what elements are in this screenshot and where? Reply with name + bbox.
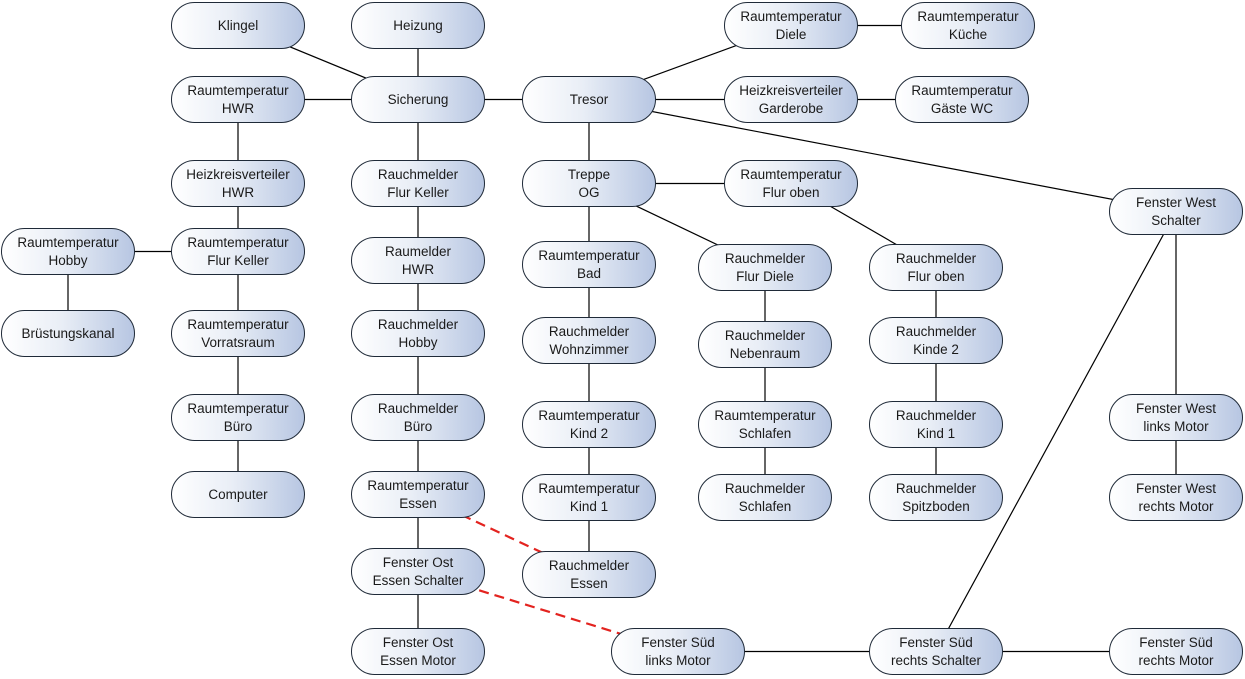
node-fenster-ost-motor[interactable]: Fenster Ost Essen Motor [351,628,485,675]
node-fenster-west-schalter[interactable]: Fenster West Schalter [1109,188,1243,235]
connector-tresor-fenster_west_schalter [588,98,1177,213]
node-heizung[interactable]: Heizung [351,2,485,49]
node-rm-spitzboden[interactable]: Rauchmelder Spitzboden [869,474,1003,521]
node-rm-kinde2[interactable]: Rauchmelder Kinde 2 [869,317,1003,364]
node-rt-vorratsraum[interactable]: Raumtemperatur Vorratsraum [171,310,305,357]
node-rt-kind2[interactable]: Raumtemperatur Kind 2 [522,401,656,448]
node-rm-flur-diele[interactable]: Rauchmelder Flur Diele [698,244,832,291]
node-rt-kind1[interactable]: Raumtemperatur Kind 1 [522,474,656,521]
node-tresor[interactable]: Tresor [522,76,656,123]
node-rt-buero[interactable]: Raumtemperatur Büro [171,394,305,441]
node-rm-flur-keller[interactable]: Rauchmelder Flur Keller [351,160,485,207]
node-treppe-og[interactable]: Treppe OG [522,160,656,207]
node-rm-flur-oben[interactable]: Rauchmelder Flur oben [869,244,1003,291]
node-rt-flur-oben[interactable]: Raumtemperatur Flur oben [724,160,858,207]
node-rt-gaeste-wc[interactable]: Raumtemperatur Gäste WC [895,76,1029,123]
node-rt-hobby[interactable]: Raumtemperatur Hobby [1,228,135,275]
node-hkv-hwr[interactable]: Heizkreisverteiler HWR [171,160,305,207]
node-fenster-west-links[interactable]: Fenster West links Motor [1109,394,1243,441]
node-fenster-sued-schalter[interactable]: Fenster Süd rechts Schalter [869,628,1003,675]
node-raumelder-hwr[interactable]: Raumelder HWR [351,237,485,284]
node-rm-schlafen[interactable]: Rauchmelder Schlafen [698,474,832,521]
node-rm-wohnzimmer[interactable]: Rauchmelder Wohnzimmer [522,317,656,364]
node-rt-hwr[interactable]: Raumtemperatur HWR [171,76,305,123]
node-fenster-sued-rechts[interactable]: Fenster Süd rechts Motor [1109,628,1243,675]
connector-fenster_west_schalter-fenster_sued_schalter [935,211,1177,652]
node-bruestungskanal[interactable]: Brüstungskanal [1,310,135,357]
node-sicherung[interactable]: Sicherung [351,76,485,123]
node-rm-buero[interactable]: Rauchmelder Büro [351,394,485,441]
node-rt-diele[interactable]: Raumtemperatur Diele [724,2,858,49]
node-rm-hobby[interactable]: Rauchmelder Hobby [351,310,485,357]
node-klingel[interactable]: Klingel [171,2,305,49]
node-fenster-ost-schalter[interactable]: Fenster Ost Essen Schalter [351,548,485,595]
node-rt-essen[interactable]: Raumtemperatur Essen [351,471,485,518]
node-computer[interactable]: Computer [171,471,305,518]
node-rt-bad[interactable]: Raumtemperatur Bad [522,241,656,288]
node-hkv-garderobe[interactable]: Heizkreisverteiler Garderobe [724,76,858,123]
node-fenster-sued-links[interactable]: Fenster Süd links Motor [611,628,745,675]
node-rt-kueche[interactable]: Raumtemperatur Küche [901,2,1035,49]
node-fenster-west-rechts[interactable]: Fenster West rechts Motor [1109,474,1243,521]
node-rm-nebenraum[interactable]: Rauchmelder Nebenraum [698,321,832,368]
node-rm-essen[interactable]: Rauchmelder Essen [522,551,656,598]
node-rt-flur-keller[interactable]: Raumtemperatur Flur Keller [171,228,305,275]
node-rm-kind1[interactable]: Rauchmelder Kind 1 [869,401,1003,448]
node-rt-schlafen[interactable]: Raumtemperatur Schlafen [698,401,832,448]
